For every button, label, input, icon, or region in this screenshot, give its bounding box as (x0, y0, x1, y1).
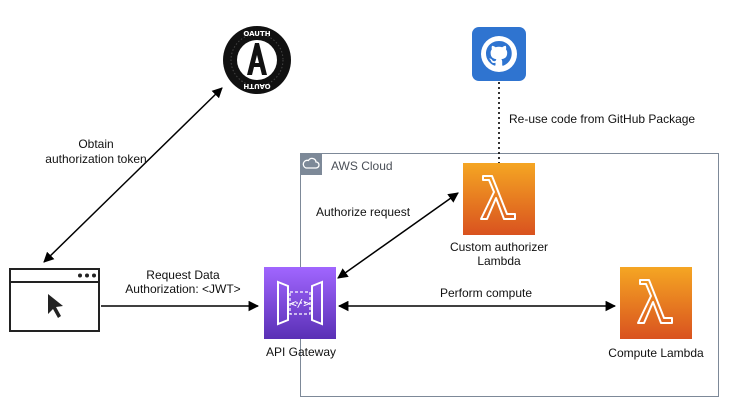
aws-cloud-label: AWS Cloud (331, 159, 393, 173)
oauth-ring-text-bottom: OAUTH (243, 82, 270, 90)
api-gateway-label: API Gateway (265, 345, 337, 359)
oauth-ring-text-top: OAUTH (243, 30, 270, 38)
edge-obtain-token (43, 87, 223, 263)
custom-authorizer-label-line1: Custom authorizer (449, 240, 549, 254)
api-gateway-icon: </> (264, 267, 336, 339)
svg-text:</>: </> (290, 297, 310, 310)
edge-label-obtain-line2: authorization token (45, 152, 147, 166)
aws-cloud-icon (300, 153, 322, 175)
edge-label-request-line1: Request Data (146, 268, 220, 282)
github-icon (472, 27, 526, 81)
browser-window-icon (9, 268, 100, 332)
compute-lambda-icon (620, 267, 692, 339)
edge-label-reuse-code: Re-use code from GitHub Package (509, 112, 696, 126)
edge-authorize-request (337, 192, 459, 279)
edge-label-authorize-request: Authorize request (316, 205, 411, 219)
edge-label-request-line2: Authorization: <JWT> (125, 282, 241, 296)
oauth-logo-icon: OAUTH OAUTH (222, 25, 292, 95)
custom-authorizer-label-line2: Lambda (477, 254, 521, 268)
edge-label-obtain-line1: Obtain (78, 137, 114, 151)
custom-authorizer-lambda-icon (463, 163, 535, 235)
edge-label-perform-compute: Perform compute (440, 286, 533, 300)
compute-lambda-label: Compute Lambda (608, 346, 704, 360)
